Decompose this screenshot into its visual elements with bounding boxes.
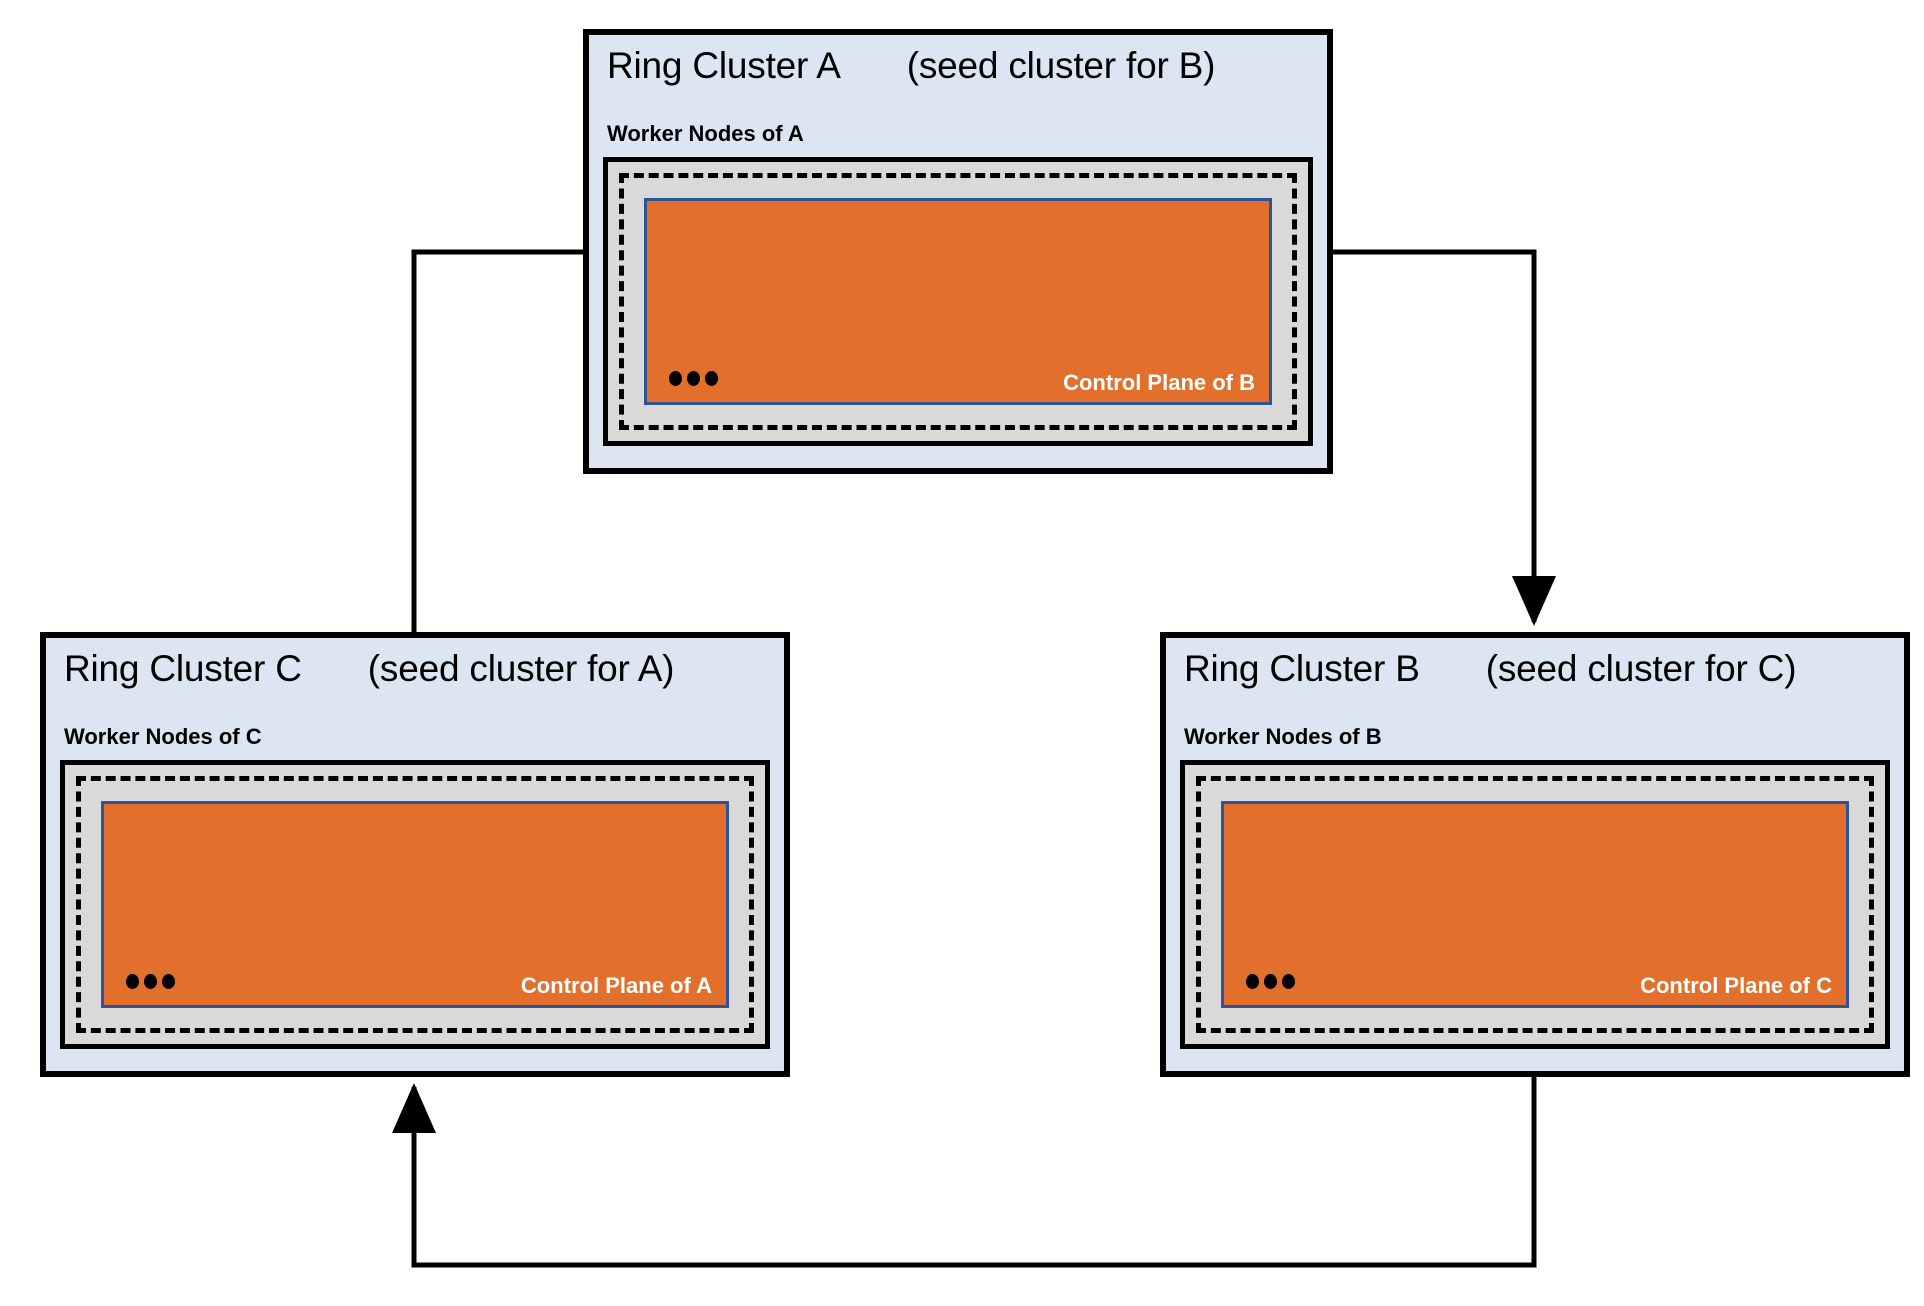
cluster-a-worker-nodes: Control Plane of B xyxy=(603,157,1313,446)
cluster-a-control-plane-label: Control Plane of B xyxy=(1063,370,1255,395)
cluster-a-title: Ring Cluster A (seed cluster for B) xyxy=(607,45,1215,87)
cluster-a-control-plane[interactable]: Control Plane of B xyxy=(644,198,1272,405)
ellipsis-icon xyxy=(669,371,718,386)
ring-cluster-a[interactable]: Ring Cluster A (seed cluster for B) Worke… xyxy=(583,29,1333,474)
cluster-b-control-plane[interactable]: Control Plane of C xyxy=(1221,801,1849,1008)
arrow-a-to-b xyxy=(1333,249,1556,627)
cluster-b-name: Ring Cluster B xyxy=(1184,648,1420,689)
cluster-b-worker-label: Worker Nodes of B xyxy=(1184,724,1382,749)
cluster-c-worker-nodes: Control Plane of A xyxy=(60,760,770,1049)
ellipsis-icon xyxy=(1246,974,1295,989)
cluster-c-name: Ring Cluster C xyxy=(64,648,302,689)
ring-cluster-b[interactable]: Ring Cluster B (seed cluster for C) Worke… xyxy=(1160,632,1910,1077)
cluster-b-control-plane-label: Control Plane of C xyxy=(1640,973,1832,998)
cluster-c-control-plane-label: Control Plane of A xyxy=(520,973,712,998)
cluster-b-seed-note: (seed cluster for C) xyxy=(1485,648,1797,689)
ring-cluster-c[interactable]: Ring Cluster C (seed cluster for A) Worke… xyxy=(40,632,790,1077)
cluster-c-seed-note: (seed cluster for A) xyxy=(367,648,675,689)
cluster-a-node-boundary: Control Plane of B xyxy=(619,173,1297,430)
cluster-c-title: Ring Cluster C (seed cluster for A) xyxy=(64,648,674,690)
cluster-a-worker-label: Worker Nodes of A xyxy=(607,121,804,146)
cluster-c-worker-label: Worker Nodes of C xyxy=(64,724,262,749)
cluster-b-node-boundary: Control Plane of C xyxy=(1196,776,1874,1033)
ellipsis-icon xyxy=(126,974,175,989)
cluster-a-name: Ring Cluster A xyxy=(607,45,841,86)
cluster-b-worker-nodes: Control Plane of C xyxy=(1180,760,1890,1049)
cluster-c-control-plane[interactable]: Control Plane of A xyxy=(101,801,729,1008)
cluster-b-title: Ring Cluster B (seed cluster for C) xyxy=(1184,648,1797,690)
arrow-b-to-c xyxy=(392,1077,1537,1268)
cluster-a-seed-note: (seed cluster for B) xyxy=(906,45,1216,86)
cluster-c-node-boundary: Control Plane of A xyxy=(76,776,754,1033)
